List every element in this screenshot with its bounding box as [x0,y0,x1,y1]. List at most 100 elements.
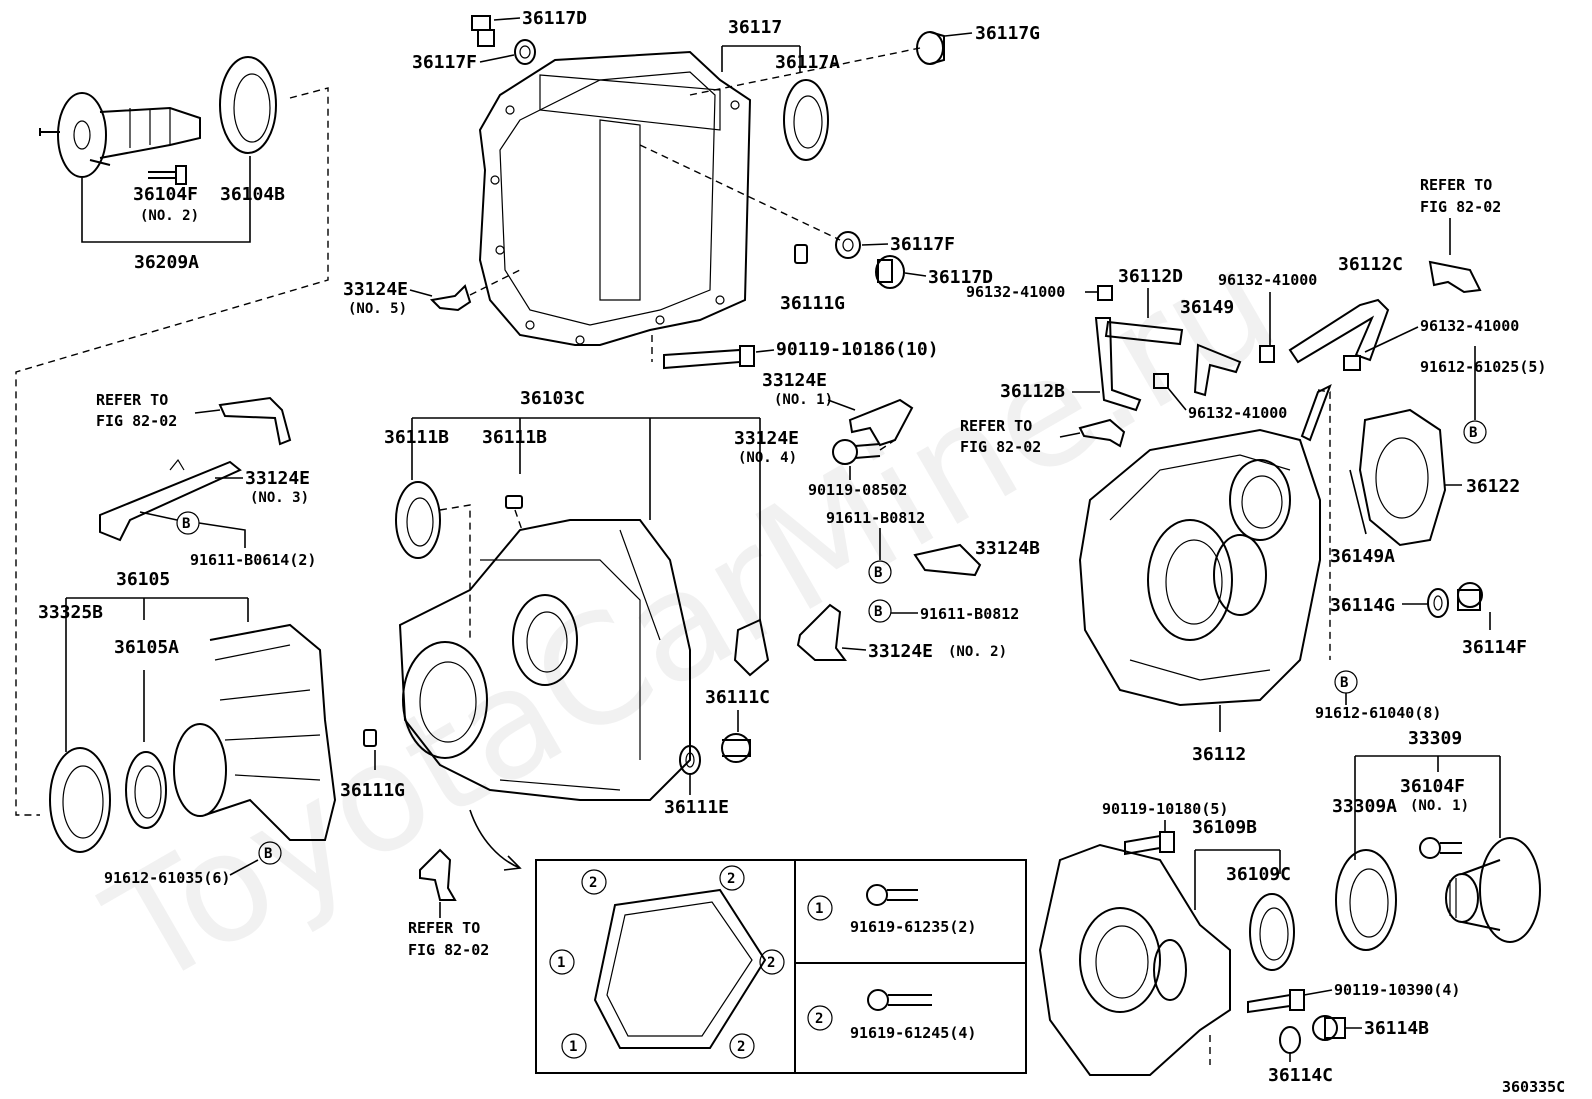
label-36117F-mid: 36117F [890,234,955,255]
position-marker-1-bottom-left [561,1033,587,1059]
label-36114F: 36114F [1462,637,1527,658]
bolt-callout-b-3-letter: B [874,565,882,581]
plug-36117G [916,31,945,65]
bolt-callout-b-4-letter: B [874,604,882,620]
legend-marker-2-number: 2 [815,1011,823,1027]
label-no3: (NO. 3) [250,490,309,506]
label-36104F-no2: 36104F [133,184,198,205]
label-36112: 36112 [1192,744,1246,765]
clamp-96132-c [1343,355,1361,371]
bracket-33124E-no2 [796,603,847,661]
position-marker-2-top-left-number: 2 [589,875,597,891]
plug-36117D-mid [875,255,905,289]
label-91619-61235: 91619-61235(2) [850,918,976,936]
transaxle-case-36112 [1078,428,1321,707]
label-36114G: 36114G [1330,595,1395,616]
position-marker-2-bottom-right [729,1033,755,1059]
label-33124B: 33124B [975,538,1040,559]
label-33124E-no1: 33124E [762,370,827,391]
bracket-refer-1 [218,396,292,446]
label-90119-10186: 90119-10186(10) [776,339,939,360]
refer-note-4-line2: FIG 82-02 [1420,198,1501,216]
label-91611-B0614: 91611-B0614(2) [190,551,316,569]
label-33309: 33309 [1408,728,1462,749]
oil-seal-36104B [219,56,277,154]
position-marker-1-bottom-left-number: 1 [569,1039,577,1055]
oil-seal-36109C [1249,893,1295,971]
label-36111G-bottom: 36111G [340,780,405,801]
bracket-refer-3 [1078,418,1126,448]
bolt-90119-10390 [1247,989,1305,1014]
label-36117: 36117 [728,17,782,38]
plug-36111C [721,733,751,763]
label-33309A: 33309A [1332,796,1397,817]
pin-36111B [505,495,523,509]
bracket-refer-2 [419,848,457,901]
legend-marker-1-number: 1 [815,901,823,917]
bracket-33124E-no1 [848,398,914,447]
label-33325B: 33325B [38,602,103,623]
label-91612-61040: 91612-61040(8) [1315,704,1441,722]
breather-36149 [1193,343,1242,397]
position-marker-2-right [759,949,785,975]
plug-36114F [1457,582,1483,611]
transaxle-case-36103C [398,519,691,801]
bolt-callout-b-2-letter: B [264,846,272,862]
refer-note-3-line1: REFER TO [960,417,1032,435]
label-91611-B0812-a: 91611-B0812 [826,509,925,527]
bolt-callout-b-2 [258,841,282,865]
label-36114C: 36114C [1268,1065,1333,1086]
label-91619-61245: 91619-61245(4) [850,1024,976,1042]
position-marker-1-left-number: 1 [557,955,565,971]
breather-plug-36149A [1300,383,1332,442]
position-marker-2-top-right-number: 2 [727,871,735,887]
oil-seal-33325B [49,747,111,853]
refer-note-1-line2: FIG 82-02 [96,412,177,430]
clamp-96132-d [1153,373,1169,389]
label-36111E: 36111E [664,797,729,818]
clamp-96132-a [1097,285,1113,301]
label-36117F-top: 36117F [412,52,477,73]
label-36117D-mid: 36117D [928,267,993,288]
refer-note-4-line1: REFER TO [1420,176,1492,194]
label-91611-B0812-b: 91611-B0812 [920,605,1019,623]
oil-seal-33309A [1335,849,1397,951]
label-36117G: 36117G [975,23,1040,44]
pin-36111G-top [794,244,808,264]
label-36122: 36122 [1466,476,1520,497]
position-marker-2-bottom-right-number: 2 [737,1039,745,1055]
bolt-90119-10186 [663,345,755,370]
label-36105A: 36105A [114,637,179,658]
label-36114B: 36114B [1364,1018,1429,1039]
drive-flange-33309 [1445,837,1541,943]
plug-36114B [1312,1015,1346,1041]
bolt-callout-b-6-letter: B [1340,675,1348,691]
label-36149A: 36149A [1330,546,1395,567]
label-36111G-top: 36111G [780,293,845,314]
oil-seal-36117A [783,79,829,161]
position-marker-2-top-left [581,869,607,895]
label-36117A: 36117A [775,52,840,73]
legend-marker-1 [807,895,833,921]
hose-36112B [1094,317,1142,412]
label-33124E-no5: 33124E [343,279,408,300]
bolt-callout-b-3 [868,560,892,584]
refer-note-2-line1: REFER TO [408,919,480,937]
label-36111C: 36111C [705,687,770,708]
label-96132-41000-a: 96132-41000 [966,283,1065,301]
extension-housing-36105 [173,623,337,841]
clamp-96132-b [1259,345,1275,363]
gasket-36114C [1279,1026,1301,1054]
bolt-callout-b-5 [1463,420,1487,444]
label-33124E-no2: 33124E [868,641,933,662]
label-no4: (NO. 4) [738,450,797,466]
label-36104F-no1: 36104F [1400,776,1465,797]
legend-bolt-2 [867,989,932,1011]
label-96132-41000-b: 96132-41000 [1218,271,1317,289]
bracket-refer-4 [1428,260,1482,294]
hose-36112D [1104,320,1184,346]
label-91612-61035: 91612-61035(6) [104,869,230,887]
retainer-36109B [1038,843,1231,1076]
refer-note-3-line2: FIG 82-02 [960,438,1041,456]
